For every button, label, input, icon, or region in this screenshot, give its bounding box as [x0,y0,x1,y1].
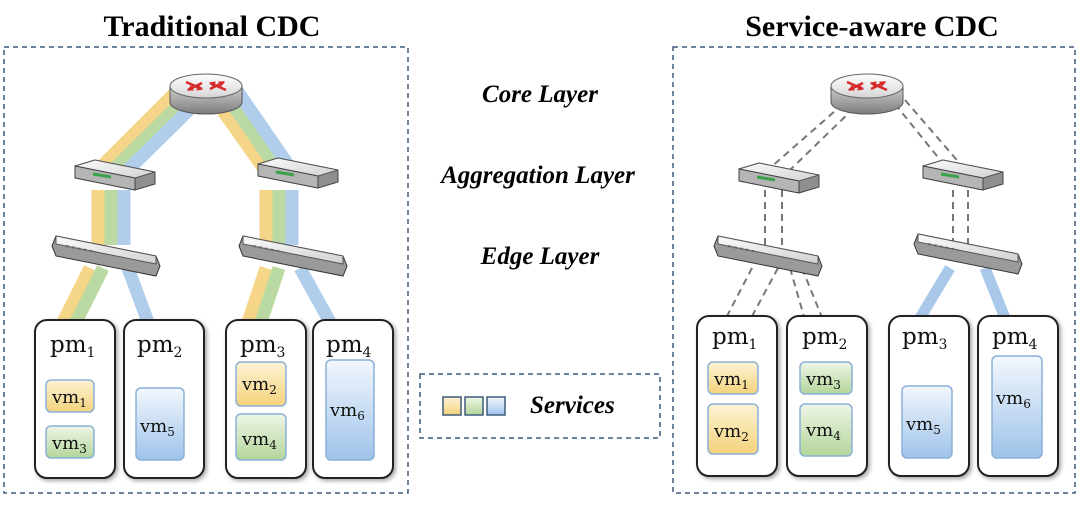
service-aware-links [724,99,969,321]
legend-swatch-blue [486,396,506,416]
pm-label: pm3 [902,324,947,353]
pm-label: pm4 [326,332,372,361]
vm-label: vm3 [51,433,87,456]
legend-swatch-green [464,396,484,416]
service-aware-blue-links [915,265,1011,321]
service-aware-agg-switch-left-icon [738,162,820,194]
traditional-agg-switch-right-icon [257,157,339,189]
traditional-frame [3,46,409,494]
traditional-pm-4: pm4 vm6 [312,319,394,479]
pm-label: pm2 [137,332,182,361]
vm-label: vm1 [51,387,87,410]
core-layer-label: Core Layer [482,81,598,108]
traditional-pm-1: pm1 vm1 vm3 [34,319,116,479]
edge-layer-label: Edge Layer [480,243,600,270]
traditional-pm-3: pm3 vm2 vm4 [225,319,307,479]
legend-swatch-yellow [442,396,462,416]
pm-label: pm1 [50,332,95,361]
service-aware-edge-switch-left-icon [713,235,823,277]
service-aware-title: Service-aware CDC [745,10,999,43]
services-legend: Services [442,392,615,419]
service-aware-core-router-icon [830,73,904,115]
traditional-edge-switch-right-icon [238,235,348,277]
service-aware-pm-2: pm2 vm3 vm4 [786,315,868,477]
vm-label: vm2 [713,421,749,444]
traditional-agg-switch-left-icon [74,159,156,191]
vm-label: vm5 [139,416,175,439]
pm-label: pm1 [712,324,757,353]
service-aware-pm-4: pm4 vm6 [977,315,1059,477]
pm-label: pm2 [802,324,847,353]
service-aware-edge-switch-right-icon [913,233,1023,275]
pm-label: pm3 [240,332,285,361]
service-aware-pm-1: pm1 vm1 vm2 [696,315,778,477]
legend-label: Services [530,392,615,419]
traditional-title: Traditional CDC [104,10,321,43]
service-aware-agg-switch-right-icon [922,159,1004,191]
service-aware-pm-3: pm3 vm5 [888,315,970,477]
vm-label: vm3 [805,369,841,392]
vm-label: vm1 [713,369,749,392]
traditional-service-bands [57,85,336,326]
traditional-pm-2: pm2 vm5 [123,319,205,479]
vm-label: vm5 [905,414,941,437]
traditional-core-router-icon [169,73,243,115]
vm-label: vm4 [805,420,841,443]
service-aware-frame [672,46,1076,494]
pm-label: pm4 [992,324,1038,353]
vm-label: vm2 [241,374,277,397]
vm-label: vm4 [241,429,277,452]
vm-label: vm6 [329,400,365,423]
aggregation-layer-label: Aggregation Layer [439,162,635,189]
legend-frame [419,373,661,439]
vm-label: vm6 [995,388,1031,411]
traditional-edge-switch-left-icon [51,235,161,277]
